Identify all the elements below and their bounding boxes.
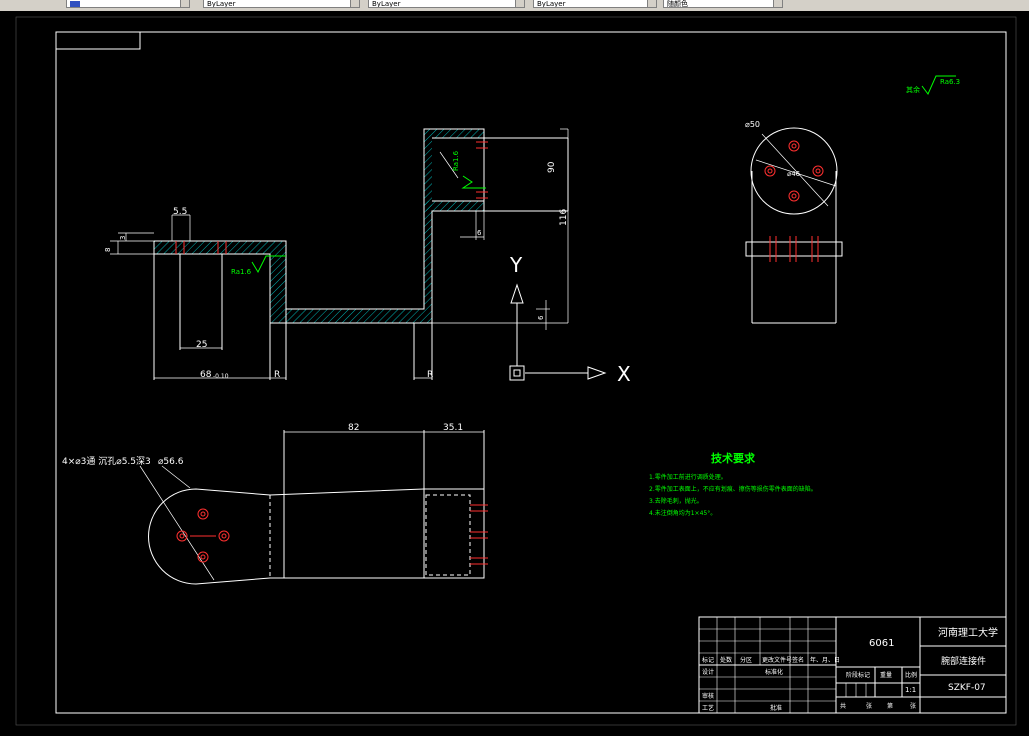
approve-label: 批准 <box>770 704 782 712</box>
dim-25: 25 <box>196 340 207 350</box>
school-name: 河南理工大学 <box>938 626 998 639</box>
bolt-holes-front <box>175 141 488 254</box>
ucs-axes <box>509 283 607 381</box>
roughness-symbols <box>251 175 486 274</box>
plotstyle-value: 随颜色 <box>667 0 688 8</box>
scale-value: 1:1 <box>905 686 916 694</box>
weight-label: 重量 <box>880 671 892 679</box>
dim-r-left: R <box>274 370 280 380</box>
chevron-down-icon[interactable] <box>773 0 782 7</box>
chevron-down-icon[interactable] <box>647 0 656 7</box>
general-roughness: 其余 Ra6.3 <box>906 75 960 95</box>
part-name: 腕部连接件 <box>941 655 986 667</box>
dim-6-b: 6 <box>477 229 482 237</box>
sheets-total: 共 <box>840 702 846 710</box>
roughness-2: Ra1.6 <box>452 150 460 171</box>
dim-dia-56-6: ⌀56.6 <box>158 457 184 467</box>
material: 6061 <box>869 638 894 649</box>
dim-dia-46: ⌀46 <box>787 170 801 178</box>
tech-req-line-3: 3.去除毛刺，抛光。 <box>649 497 703 505</box>
side-holes <box>764 140 824 262</box>
side-view: ⌀50 ⌀46 <box>745 120 843 324</box>
dim-r-right: R <box>427 370 433 380</box>
axis-x-label: X <box>617 362 631 386</box>
sheet-no-unit: 张 <box>910 702 916 710</box>
dim-68-tol: -0.10 <box>213 373 229 380</box>
properties-toolbar: ByLayer ByLayer ByLayer 随颜色 <box>0 0 1029 12</box>
title-block: 6061 河南理工大学 腕部连接件 SZKF-07 阶段标记 重量 比例 1:1… <box>698 616 1007 714</box>
linetype-value: ByLayer <box>372 0 401 8</box>
front-dim-text: 5.5 3 8 25 68 -0.10 R R 116 90 6 6 Ra1.6… <box>104 150 569 380</box>
scale-label: 比例 <box>905 671 917 679</box>
plan-view: 4×⌀3通 沉孔⌀5.5深3 ⌀56.6 82 35.1 <box>62 423 488 585</box>
layer-icon <box>70 1 80 7</box>
row-label-sign: 签名 <box>792 656 804 664</box>
hole-note: 4×⌀3通 沉孔⌀5.5深3 <box>62 456 151 467</box>
dim-5-5: 5.5 <box>173 207 187 217</box>
row-label-zone: 分区 <box>740 656 752 664</box>
cad-canvas[interactable]: 5.5 3 8 25 68 -0.10 R R 116 90 6 6 Ra1.6… <box>0 11 1029 736</box>
chevron-down-icon[interactable] <box>350 0 359 7</box>
dim-35-1: 35.1 <box>443 423 463 433</box>
tech-req-line-2: 2.零件加工表面上，不应有划痕、擦伤等损伤零件表面的缺陷。 <box>649 485 817 493</box>
plan-holes <box>176 504 488 565</box>
dim-6-a: 6 <box>537 315 545 320</box>
drawing-number: SZKF-07 <box>948 683 986 693</box>
front-dimensions <box>110 128 569 379</box>
drawing-frame <box>15 16 1017 726</box>
axis-y-label: Y <box>509 253 523 277</box>
tech-req-line-1: 1.零件加工前进行调质处理。 <box>649 473 727 481</box>
color-dropdown[interactable]: ByLayer <box>203 0 360 8</box>
linetype-dropdown[interactable]: ByLayer <box>368 0 525 8</box>
row-label-date: 年、月、日 <box>810 656 840 664</box>
front-outline <box>153 128 569 380</box>
front-view: 5.5 3 8 25 68 -0.10 R R 116 90 6 6 Ra1.6… <box>104 128 569 380</box>
process-label: 工艺 <box>702 704 714 712</box>
dim-82: 82 <box>348 423 359 433</box>
dim-90: 90 <box>547 161 557 173</box>
lineweight-value: ByLayer <box>537 0 566 8</box>
layer-dropdown[interactable] <box>66 0 190 8</box>
row-label-change: 更改文件号 <box>762 656 792 664</box>
dim-8: 8 <box>104 248 112 252</box>
dim-3: 3 <box>119 236 127 240</box>
roughness-rest-value: Ra6.3 <box>940 78 960 86</box>
row-label-count: 处数 <box>720 656 732 664</box>
sheets-total-unit: 张 <box>866 702 872 710</box>
dim-116: 116 <box>559 209 569 226</box>
plotstyle-dropdown[interactable]: 随颜色 <box>663 0 783 8</box>
tech-req-title: 技术要求 <box>711 451 756 465</box>
roughness-1: Ra1.6 <box>231 268 252 276</box>
chevron-down-icon[interactable] <box>180 0 189 7</box>
review-label: 审核 <box>702 692 714 700</box>
dim-dia-50: ⌀50 <box>745 120 760 129</box>
sheet-no: 第 <box>887 702 893 710</box>
row-label-mark: 标记 <box>702 656 714 664</box>
design-label: 设计 <box>702 668 714 676</box>
standardization-label: 标准化 <box>765 668 783 676</box>
tech-req-line-4: 4.未注倒角均为1×45°。 <box>649 509 716 517</box>
color-value: ByLayer <box>207 0 236 8</box>
lineweight-dropdown[interactable]: ByLayer <box>533 0 657 8</box>
chevron-down-icon[interactable] <box>515 0 524 7</box>
dim-68: 68 <box>200 370 212 380</box>
stage-label: 阶段标记 <box>846 671 870 679</box>
technical-requirements: 技术要求 1.零件加工前进行调质处理。 2.零件加工表面上，不应有划痕、擦伤等损… <box>649 451 817 517</box>
hatched-section <box>154 129 484 323</box>
roughness-rest-label: 其余 <box>906 85 920 94</box>
drawing-area[interactable]: 5.5 3 8 25 68 -0.10 R R 116 90 6 6 Ra1.6… <box>0 11 1029 736</box>
